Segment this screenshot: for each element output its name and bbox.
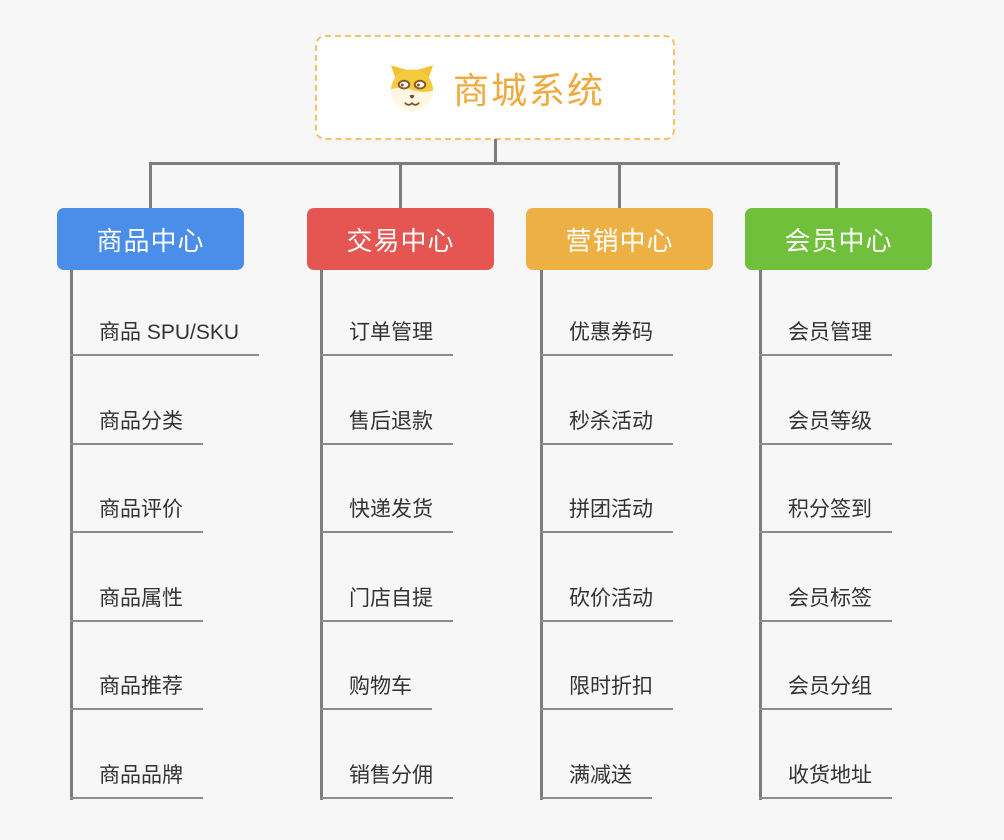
leaf-node-product-spu-sku[interactable]: 商品 SPU/SKU [70, 316, 260, 356]
leaf-node-group-buy[interactable]: 拼团活动 [540, 493, 673, 534]
leaf-row: 商品品牌 [70, 710, 259, 799]
leaf-node-points-checkin[interactable]: 积分签到 [759, 493, 892, 534]
leaf-node-product-category[interactable]: 商品分类 [70, 405, 203, 445]
leaf-row: 售后退款 [320, 356, 453, 445]
branch-label: 营销中心 [565, 225, 674, 256]
leaf-row: 门店自提 [320, 533, 453, 622]
leaf-row: 商品分类 [70, 356, 259, 445]
leaf-node-express-delivery[interactable]: 快递发货 [320, 493, 453, 534]
leaf-node-product-recommend[interactable]: 商品推荐 [70, 670, 203, 711]
leaf-column-trade: 订单管理 售后退款 快递发货 门店自提 购物车 销售分佣 [320, 270, 453, 799]
leaf-row: 商品评价 [70, 445, 259, 534]
leaf-row: 销售分佣 [320, 710, 453, 799]
leaf-node-coupon-code[interactable]: 优惠券码 [540, 316, 673, 356]
connector-drop-trade [399, 164, 402, 208]
leaf-node-bargain-activity[interactable]: 砍价活动 [540, 582, 673, 622]
leaf-node-product-attribute[interactable]: 商品属性 [70, 582, 203, 622]
leaf-node-member-level[interactable]: 会员等级 [759, 405, 892, 445]
leaf-row: 会员等级 [759, 356, 892, 445]
leaf-row: 积分签到 [759, 445, 892, 534]
branch-node-trade-center[interactable]: 交易中心 [307, 208, 494, 270]
leaf-column-product: 商品 SPU/SKU 商品分类 商品评价 商品属性 商品推荐 商品品牌 [70, 270, 260, 799]
leaf-row: 商品属性 [70, 533, 259, 622]
leaf-row: 会员管理 [759, 270, 892, 356]
connector-horizontal-bar [149, 162, 840, 165]
leaf-node-member-group[interactable]: 会员分组 [759, 670, 892, 711]
leaf-node-store-pickup[interactable]: 门店自提 [320, 582, 453, 622]
connector-root-stem [494, 139, 497, 165]
leaf-node-shopping-cart[interactable]: 购物车 [320, 670, 432, 711]
leaf-row: 快递发货 [320, 445, 453, 534]
leaf-row: 商品 SPU/SKU [70, 270, 260, 356]
leaf-node-product-brand[interactable]: 商品品牌 [70, 759, 203, 799]
leaf-row: 会员标签 [759, 533, 892, 622]
leaf-column-marketing: 优惠券码 秒杀活动 拼团活动 砍价活动 限时折扣 满减送 [540, 270, 673, 799]
leaf-node-order-management[interactable]: 订单管理 [320, 316, 453, 356]
leaf-node-limited-time-discount[interactable]: 限时折扣 [540, 670, 673, 711]
branch-node-product-center[interactable]: 商品中心 [57, 208, 244, 270]
root-node-mall-system[interactable]: 商城系统 [315, 35, 675, 140]
connector-trunk-product [70, 270, 73, 800]
leaf-row: 订单管理 [320, 270, 453, 356]
leaf-row: 收货地址 [759, 710, 892, 799]
dog-face-icon [390, 64, 434, 112]
leaf-row: 秒杀活动 [540, 356, 673, 445]
connector-trunk-member [759, 270, 762, 800]
leaf-row: 商品推荐 [70, 622, 259, 711]
connector-drop-marketing [618, 164, 621, 208]
connector-drop-product [149, 164, 152, 208]
branch-node-member-center[interactable]: 会员中心 [745, 208, 932, 270]
leaf-row: 满减送 [540, 710, 673, 799]
leaf-row: 优惠券码 [540, 270, 673, 356]
branch-label: 商品中心 [96, 225, 205, 256]
branch-label: 交易中心 [346, 225, 455, 256]
branch-node-marketing-center[interactable]: 营销中心 [526, 208, 713, 270]
leaf-node-member-tag[interactable]: 会员标签 [759, 582, 892, 622]
connector-drop-member [835, 164, 838, 208]
connector-trunk-marketing [540, 270, 543, 800]
leaf-node-full-reduction[interactable]: 满减送 [540, 759, 652, 799]
leaf-column-member: 会员管理 会员等级 积分签到 会员标签 会员分组 收货地址 [759, 270, 892, 799]
connector-trunk-trade [320, 270, 323, 800]
leaf-node-member-management[interactable]: 会员管理 [759, 316, 892, 356]
leaf-row: 限时折扣 [540, 622, 673, 711]
leaf-node-shipping-address[interactable]: 收货地址 [759, 759, 892, 799]
leaf-node-flash-sale[interactable]: 秒杀活动 [540, 405, 673, 445]
leaf-node-after-sale-refund[interactable]: 售后退款 [320, 405, 453, 445]
leaf-node-product-review[interactable]: 商品评价 [70, 493, 203, 534]
leaf-row: 会员分组 [759, 622, 892, 711]
leaf-row: 购物车 [320, 622, 453, 711]
leaf-node-sales-commission[interactable]: 销售分佣 [320, 759, 453, 799]
root-node-title: 商城系统 [452, 69, 605, 111]
leaf-row: 砍价活动 [540, 533, 673, 622]
leaf-row: 拼团活动 [540, 445, 673, 534]
branch-label: 会员中心 [784, 225, 893, 256]
